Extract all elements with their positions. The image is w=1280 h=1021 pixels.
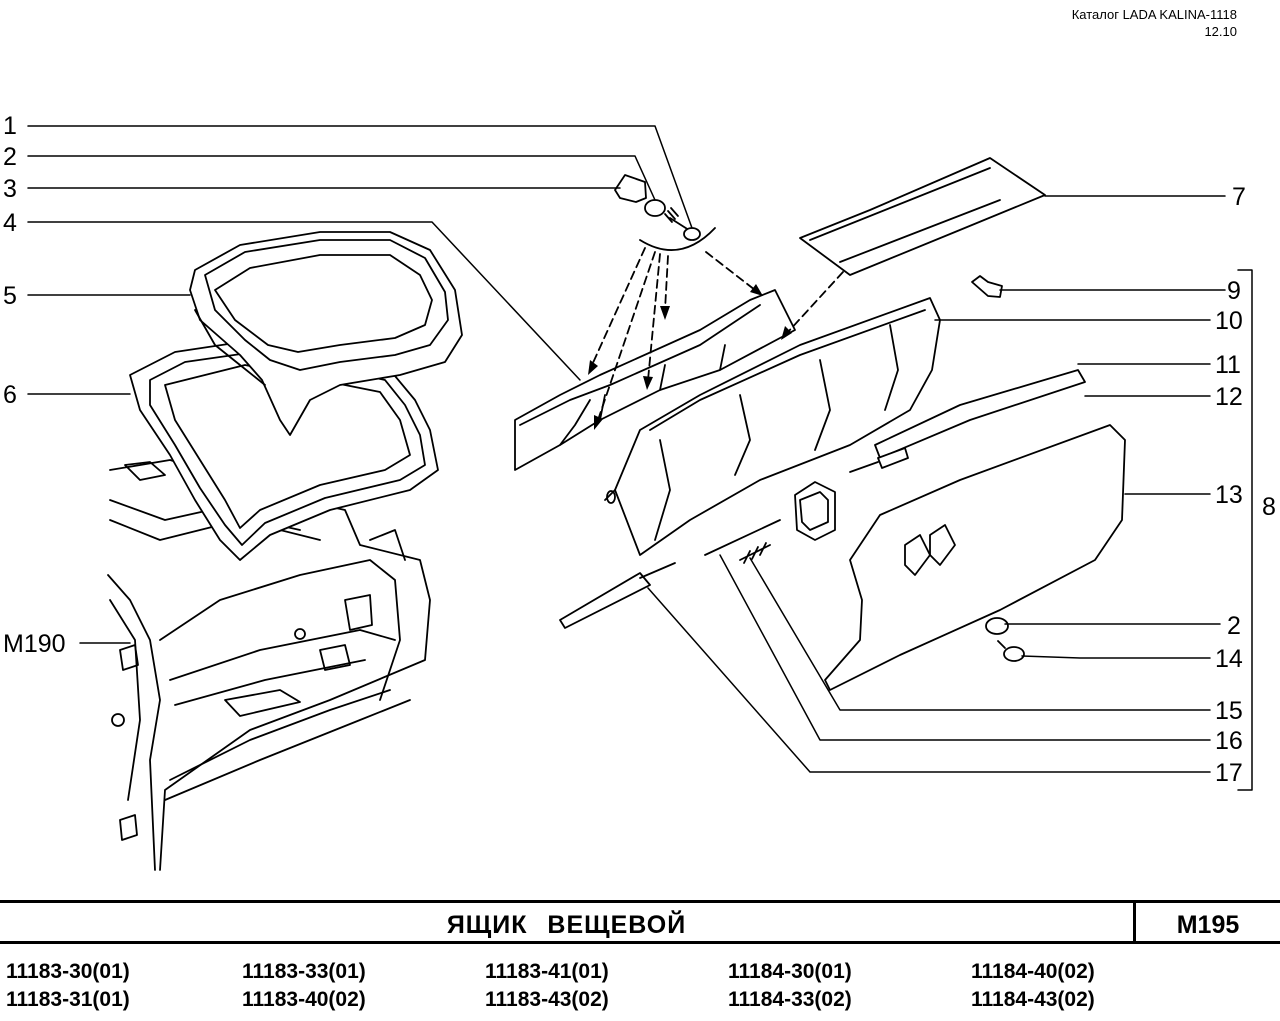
part-4-bracket — [514, 289, 796, 471]
part-1-screw — [664, 207, 701, 241]
model-code: 11183-43(02) — [485, 988, 609, 1011]
assembly-arrows — [591, 247, 844, 421]
title-bar: ЯЩИК ВЕЩЕВОЙ М195 — [0, 900, 1280, 944]
callout-10: 10 — [1215, 307, 1243, 335]
part-5-lid — [189, 231, 463, 436]
callout-17: 17 — [1215, 759, 1243, 787]
part-14-screw — [997, 640, 1025, 662]
model-code: 11183-33(01) — [242, 960, 366, 983]
model-code: 11183-41(01) — [485, 960, 609, 983]
callout-7: 7 — [1232, 183, 1246, 211]
section-title: ЯЩИК ВЕЩЕВОЙ — [446, 911, 687, 939]
callout-16: 16 — [1215, 727, 1243, 755]
model-code: 11183-40(02) — [242, 988, 366, 1011]
callout-4: 4 — [3, 209, 17, 237]
model-code: 11184-40(02) — [971, 960, 1095, 983]
model-code: 11184-33(02) — [728, 988, 852, 1011]
callout-1: 1 — [3, 112, 17, 140]
part-12-rod — [849, 447, 909, 473]
model-code: 11184-43(02) — [971, 988, 1095, 1011]
part-10-box-body — [604, 297, 941, 556]
catalog-name: Каталог LADA KALINA-1118 — [1071, 7, 1237, 22]
lock-insert — [794, 481, 836, 541]
part-7-top-strip — [799, 157, 1046, 276]
part-15-spring — [739, 542, 771, 564]
model-code: 11184-30(01) — [728, 960, 852, 983]
callout-ref-m190: М190 — [3, 630, 66, 658]
part-13-door — [824, 424, 1126, 691]
model-column: 11184-30(01) 11184-33(02) — [728, 958, 852, 1014]
leader-lines — [27, 125, 1253, 791]
callout-15: 15 — [1215, 697, 1243, 725]
model-column: 11183-33(01) 11183-40(02) — [242, 958, 366, 1014]
callout-2b: 2 — [1227, 612, 1241, 640]
callout-2: 2 — [3, 143, 17, 171]
model-list: 11183-30(01) 11183-31(01) 11183-33(01) 1… — [0, 958, 1280, 1018]
part-3-clip — [614, 174, 647, 203]
callout-12: 12 — [1215, 383, 1243, 411]
callout-13: 13 — [1215, 481, 1243, 509]
callout-6: 6 — [3, 381, 17, 409]
callout-8: 8 — [1262, 493, 1276, 521]
model-code: 11183-30(01) — [6, 960, 130, 983]
callout-3: 3 — [3, 175, 17, 203]
callout-5: 5 — [3, 282, 17, 310]
part-2-washer — [644, 199, 666, 217]
section-code: М195 — [1133, 903, 1280, 941]
exploded-parts-diagram: 1 2 3 4 5 6 7 8 9 10 11 12 13 2 14 15 16… — [3, 112, 1276, 871]
model-column: 11183-41(01) 11183-43(02) — [485, 958, 609, 1014]
part-17-damper — [559, 562, 676, 629]
part-16-rod — [704, 519, 781, 556]
model-code: 11183-31(01) — [6, 988, 130, 1011]
callout-14: 14 — [1215, 645, 1243, 673]
model-column: 11184-40(02) 11184-43(02) — [971, 958, 1095, 1014]
callout-11: 11 — [1215, 351, 1241, 379]
model-column: 11183-30(01) 11183-31(01) — [6, 958, 130, 1014]
catalog-header: Каталог LADA KALINA-1118 12.10 — [1072, 6, 1237, 40]
catalog-date: 12.10 — [1204, 24, 1237, 39]
callout-9: 9 — [1227, 277, 1241, 305]
part-9-buffer — [971, 275, 1003, 298]
part-2b-washer — [985, 617, 1009, 635]
